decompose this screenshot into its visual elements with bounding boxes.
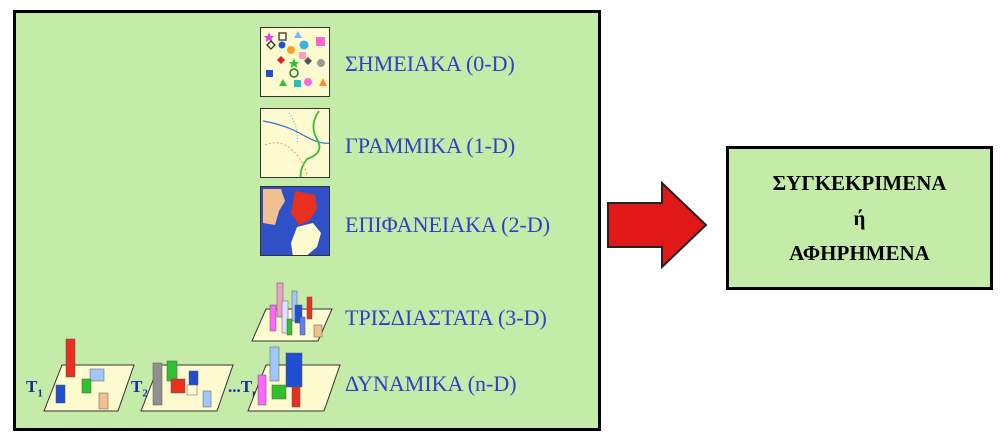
- line-data-label: ΓΡΑΜΜΙΚΑ (1-D): [345, 133, 516, 158]
- line-data-thumbnail: [260, 108, 330, 178]
- result-arrow: [606, 180, 708, 274]
- data-types-panel: ΣΗΜΕΙΑΚΑ (0-D) ΓΡΑΜΜΙΚΑ (1-D) ΕΠΙΦΑΝΕΙΑΚ…: [13, 10, 601, 431]
- time-label-t1: T1: [26, 377, 43, 400]
- right-arrow-icon: [607, 180, 708, 270]
- dynamic-scene-t1: [43, 335, 135, 415]
- result-box: ΣΥΓΚΕΚΡΙΜΕΝΑ ή ΑΦΗΡΗΜΕΝΑ: [726, 146, 993, 290]
- three-d-scene: [251, 271, 333, 345]
- result-concrete-label: ΣΥΓΚΕΚΡΙΜΕΝΑ: [772, 170, 947, 195]
- dynamic-scene-t2: [140, 335, 234, 415]
- dynamic-bars-t2-icon: [140, 360, 234, 412]
- surface-data-label: ΕΠΙΦΑΝΕΙΑΚΑ (2-D): [345, 212, 551, 237]
- three-d-data-label: ΤΡΙΣΔΙΑΣΤΑΤΑ (3-D): [345, 305, 547, 330]
- dynamic-scene-tn: [247, 335, 341, 415]
- line-features-icon: [262, 110, 329, 177]
- point-data-thumbnail: [260, 27, 330, 97]
- surface-data-thumbnail: [260, 186, 330, 256]
- point-symbols-icon: [264, 31, 327, 87]
- time-label-t2: T2: [131, 377, 148, 400]
- dynamic-data-label: ΔΥΝΑΜΙΚΑ (n-D): [345, 371, 517, 396]
- result-abstract-label: ΑΦΗΡΗΜΕΝΑ: [789, 240, 930, 265]
- point-data-label: ΣΗΜΕΙΑΚΑ (0-D): [345, 51, 515, 76]
- dynamic-bars-t1-icon: [43, 338, 135, 412]
- surface-regions-icon: [261, 187, 329, 255]
- dynamic-bars-tn-icon: [247, 346, 341, 412]
- three-d-bars-icon: [251, 282, 333, 342]
- result-or-label: ή: [853, 205, 866, 230]
